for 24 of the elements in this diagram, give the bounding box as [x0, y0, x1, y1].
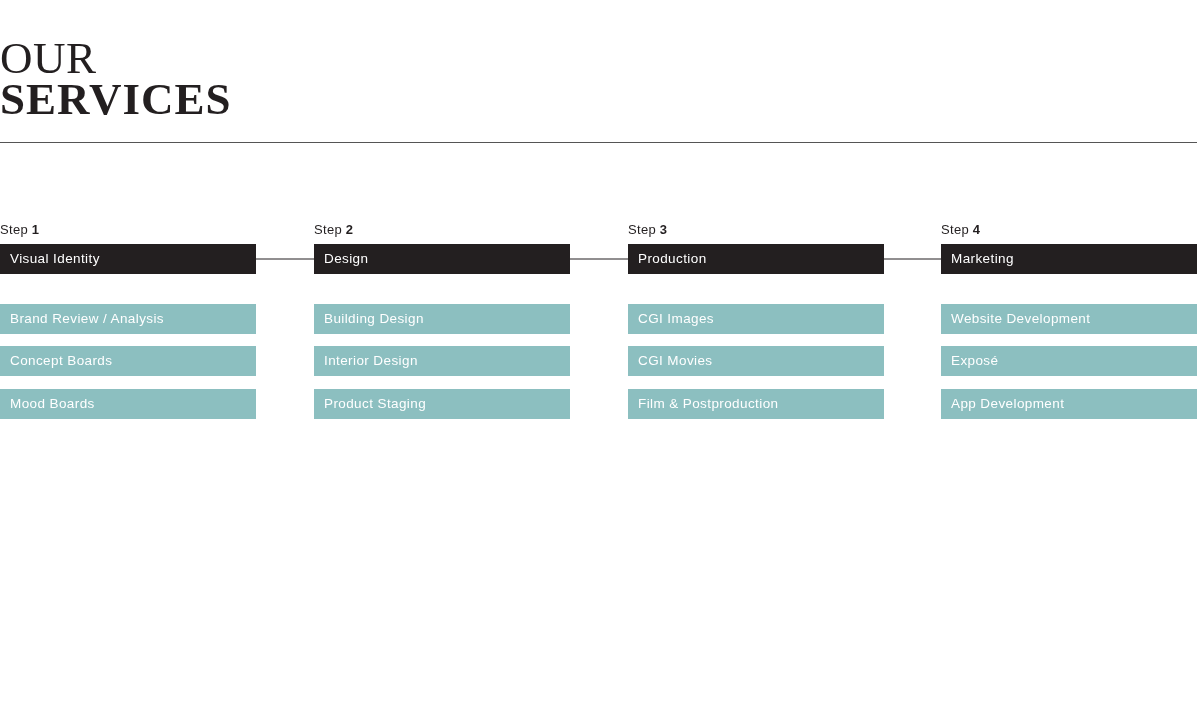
service-item: Brand Review / Analysis — [0, 304, 256, 334]
step-label: Step 1 — [0, 221, 40, 238]
step-label: Step 2 — [314, 221, 354, 238]
service-item: Building Design — [314, 304, 570, 334]
step-header: Marketing — [941, 244, 1197, 274]
service-item: App Development — [941, 389, 1197, 419]
step-label: Step 4 — [941, 221, 981, 238]
connector-line — [255, 258, 315, 260]
step-header: Design — [314, 244, 570, 274]
service-item: Concept Boards — [0, 346, 256, 376]
service-item: CGI Movies — [628, 346, 884, 376]
step-header: Production — [628, 244, 884, 274]
connector-line — [883, 258, 942, 260]
service-item: Website Development — [941, 304, 1197, 334]
service-item: Mood Boards — [0, 389, 256, 419]
service-item: Product Staging — [314, 389, 570, 419]
page-title: OUR SERVICES — [0, 38, 233, 120]
connector-line — [569, 258, 629, 260]
service-item: Interior Design — [314, 346, 570, 376]
service-item: Exposé — [941, 346, 1197, 376]
step-header: Visual Identity — [0, 244, 256, 274]
service-item: Film & Postproduction — [628, 389, 884, 419]
step-label: Step 3 — [628, 221, 668, 238]
service-item: CGI Images — [628, 304, 884, 334]
